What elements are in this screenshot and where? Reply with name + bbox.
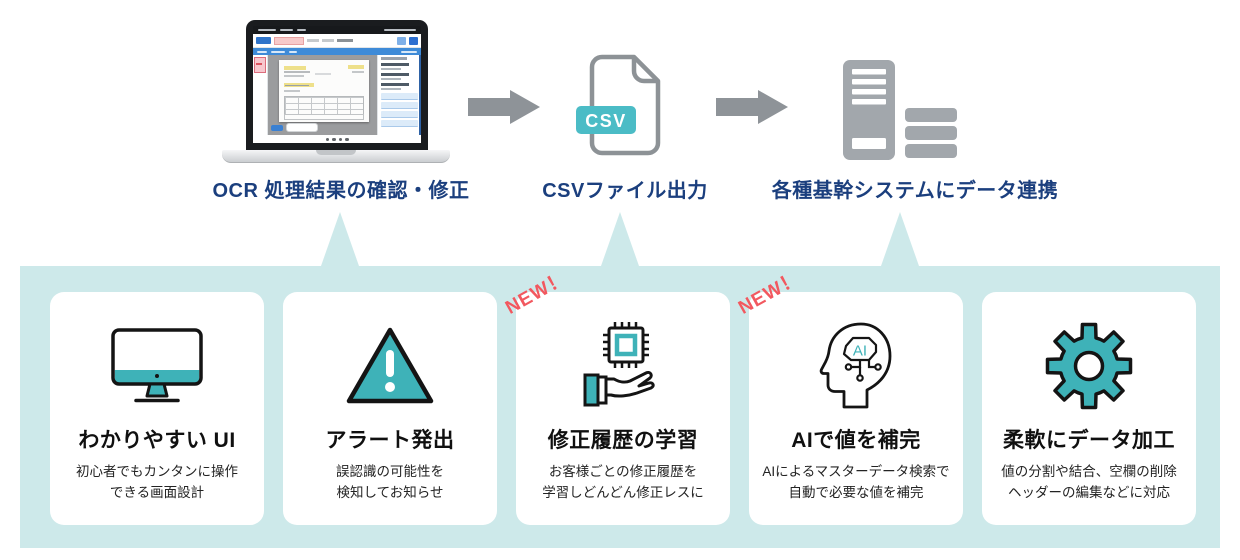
ai-label: AI	[853, 342, 867, 359]
toolbar-button-placeholder	[397, 36, 406, 45]
feature-title: 柔軟にデータ加工	[1003, 429, 1175, 452]
menubar-item-placeholder	[401, 50, 417, 53]
pagination-dot	[332, 137, 336, 142]
feature-card-alert: アラート発出 誤認識の可能性を 検知してお知らせ	[283, 292, 497, 525]
app-titlebar	[253, 26, 421, 34]
gear-icon	[982, 316, 1196, 416]
form-input-placeholder	[381, 101, 418, 109]
form-value-placeholder	[381, 72, 409, 76]
document-preview-area	[268, 55, 377, 135]
feature-title: AIで値を補完	[791, 429, 921, 452]
scanned-invoice	[279, 60, 369, 122]
toolbar-alert-field-placeholder	[274, 36, 304, 45]
form-input-placeholder	[381, 119, 418, 127]
flow-arrow-icon	[468, 90, 540, 124]
form-value-placeholder	[381, 62, 409, 66]
feature-card-easy-ui: わかりやすい UI 初心者でもカンタンに操作 できる画面設計	[50, 292, 264, 525]
flow-arrow-icon	[716, 90, 788, 124]
laptop-base	[222, 150, 450, 163]
csv-badge-label: CSV	[585, 111, 627, 131]
ai-head-icon: AI	[749, 316, 963, 416]
titlebar-text-placeholder	[297, 28, 306, 32]
toolbar-text-placeholder	[322, 39, 334, 42]
feature-card-data-processing: 柔軟にデータ加工 値の分割や結合、空欄の削除 ヘッダーの編集などに対応	[982, 292, 1196, 525]
feature-description: 誤認識の可能性を 検知してお知らせ	[336, 464, 444, 500]
csv-file-icon: CSV	[576, 54, 661, 156]
flow-step-2-label: CSVファイル出力	[542, 180, 708, 202]
scrollbar-placeholder	[418, 55, 421, 135]
flow-step-3-label: 各種基幹システムにデータ連携	[771, 180, 1059, 202]
pagination-dot	[345, 137, 349, 142]
titlebar-text-placeholder	[280, 28, 293, 32]
toolbar-button-placeholder	[409, 36, 418, 45]
app-toolbar	[253, 34, 421, 48]
feature-description: AIによるマスターデータ検索で 自動で必要な値を補完	[762, 464, 950, 500]
alert-triangle-icon	[283, 316, 497, 416]
new-badge: NEW！	[735, 267, 805, 319]
pagination-dot	[338, 137, 342, 142]
form-subvalue-placeholder	[381, 87, 401, 90]
app-footer	[253, 135, 421, 143]
feature-title: 修正履歴の学習	[547, 429, 699, 452]
new-badge: NEW！	[502, 267, 572, 319]
text-line-placeholder	[315, 73, 331, 75]
toolbar-text-placeholder	[337, 39, 353, 42]
text-line-placeholder	[284, 71, 310, 73]
form-subvalue-placeholder	[381, 67, 401, 70]
server-icon	[843, 60, 957, 160]
laptop-notch	[316, 150, 356, 155]
highlight-placeholder	[284, 66, 306, 70]
connector-spike	[321, 212, 359, 266]
invoice-table-placeholder	[284, 96, 364, 115]
feature-cards: わかりやすい UI 初心者でもカンタンに操作 できる画面設計 アラート発出	[50, 268, 1220, 525]
titlebar-text-placeholder	[258, 28, 276, 32]
menubar-item-placeholder	[289, 50, 297, 53]
document-thumbnail	[254, 57, 266, 73]
features-band: わかりやすい UI 初心者でもカンタンに操作 できる画面設計 アラート発出	[20, 212, 1220, 548]
text-line-placeholder	[285, 84, 309, 86]
form-input-placeholder	[381, 110, 418, 118]
form-subvalue-placeholder	[381, 77, 401, 80]
laptop-ocr-screenshot	[222, 20, 450, 165]
feature-description: 初心者でもカンタンに操作 できる画面設計	[76, 464, 238, 500]
page-indicator-placeholder	[286, 123, 318, 132]
page-thumbnail-panel	[253, 55, 268, 135]
text-line-placeholder	[352, 71, 364, 73]
flow-step-1-label: OCR 処理結果の確認・修正	[212, 180, 470, 202]
ocr-app-ui	[253, 26, 421, 143]
feature-card-history-learning: NEW！	[502, 268, 730, 525]
toolbar-button-placeholder	[256, 37, 271, 44]
pagination-dot	[325, 137, 329, 142]
app-body	[253, 55, 421, 135]
feature-description: 値の分割や結合、空欄の削除 ヘッダーの編集などに対応	[1001, 464, 1177, 500]
ocr-result-form-panel	[377, 55, 421, 135]
titlebar-text-placeholder	[384, 28, 416, 32]
monitor-icon	[50, 316, 264, 416]
chip-hand-icon	[516, 316, 730, 416]
highlight-placeholder	[348, 65, 364, 69]
text-line-placeholder	[284, 90, 300, 92]
connector-spike	[881, 212, 919, 266]
menubar-item-placeholder	[257, 50, 267, 53]
invoice-note-placeholder	[284, 114, 364, 120]
form-value-placeholder	[381, 82, 409, 86]
feature-title: アラート発出	[325, 429, 455, 452]
form-input-placeholder	[381, 92, 418, 100]
feature-title: わかりやすい UI	[78, 429, 236, 452]
laptop-screen	[246, 20, 428, 150]
connector-spike	[601, 212, 639, 266]
form-header-placeholder	[381, 57, 407, 60]
feature-card-ai-completion: NEW！ AI AIで値を補完	[735, 268, 963, 525]
preview-button-placeholder	[271, 125, 283, 131]
app-menubar	[253, 48, 421, 55]
text-line-placeholder	[284, 75, 304, 77]
toolbar-text-placeholder	[307, 39, 319, 42]
menubar-item-placeholder	[271, 50, 285, 53]
feature-description: お客様ごとの修正履歴を 学習しどんどん修正レスに	[542, 464, 704, 500]
thumbnail-text-placeholder	[256, 63, 262, 65]
